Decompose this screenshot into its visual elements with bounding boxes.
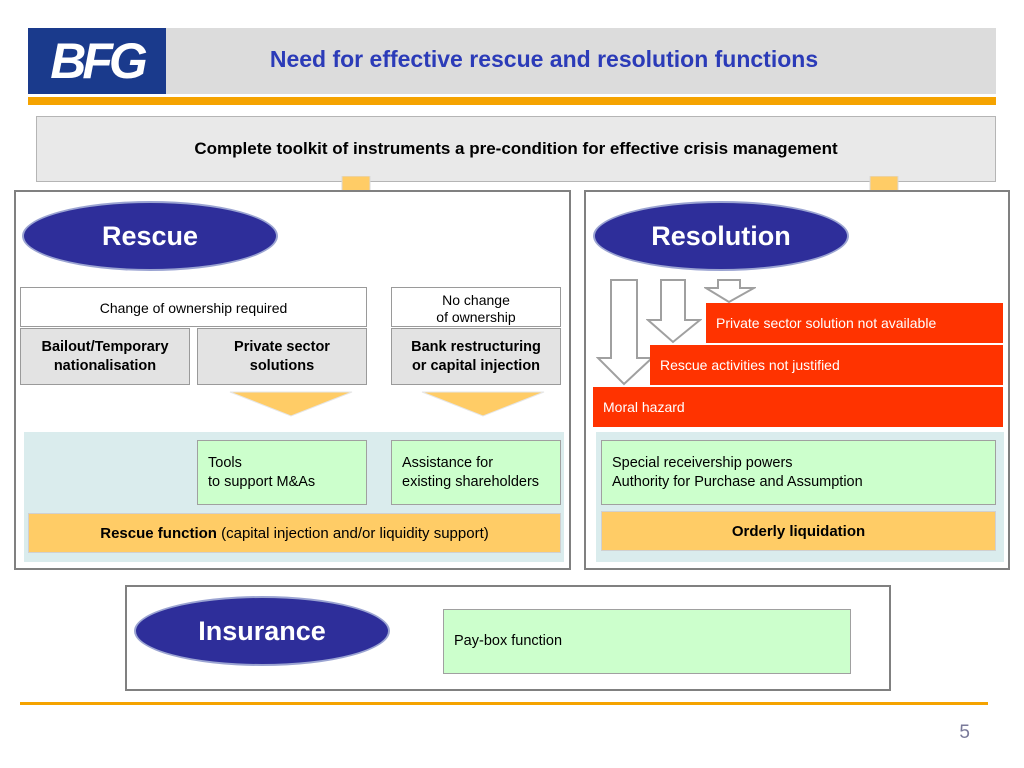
chevron-down-icon [229, 391, 353, 417]
hollow-down-arrow-icon [596, 279, 654, 386]
powers-line1: Special receivership powers [612, 455, 793, 471]
hollow-down-arrow-icon [646, 279, 702, 344]
no-change-ownership-box: No change of ownership [391, 287, 561, 327]
no-change-line1: No change [442, 292, 510, 308]
rescue-oval: Rescue [22, 201, 278, 271]
rescue-function-bar: Rescue function (capital injection and/o… [28, 513, 561, 553]
page-number: 5 [959, 722, 970, 743]
assist-line1: Assistance for [402, 455, 494, 471]
logo-text: BFG [50, 33, 148, 89]
bailout-box: Bailout/Temporary nationalisation [20, 328, 190, 385]
bank-line1: Bank restructuring [411, 338, 541, 355]
bailout-line1: Bailout/Temporary [41, 338, 169, 355]
special-powers-box: Special receivership powers Authority fo… [601, 440, 996, 505]
bailout-line2: nationalisation [53, 357, 157, 374]
private-line1: Private sector [234, 338, 330, 355]
rescue-function-label: Rescue function [100, 524, 217, 542]
bank-restructuring-box: Bank restructuring or capital injection [391, 328, 561, 385]
assistance-box: Assistance for existing shareholders [391, 440, 561, 505]
toolkit-banner: Complete toolkit of instruments a pre-co… [36, 116, 996, 182]
header-divider [28, 97, 996, 105]
resolution-oval: Resolution [593, 201, 849, 271]
footer-divider [20, 702, 988, 705]
orderly-liquidation-bar: Orderly liquidation [601, 511, 996, 551]
paybox-box: Pay-box function [443, 609, 851, 674]
assist-line2: existing shareholders [402, 474, 540, 490]
tools-line1: Tools [208, 455, 242, 471]
tools-line2: to support M&As [208, 474, 316, 490]
not-justified-bar: Rescue activities not justified [650, 345, 1003, 385]
ownership-required-box: Change of ownership required [20, 287, 367, 327]
hollow-down-arrow-icon [704, 279, 756, 304]
page-title: Need for effective rescue and resolution… [269, 46, 819, 72]
moral-hazard-bar: Moral hazard [593, 387, 1003, 427]
insurance-oval: Insurance [134, 596, 390, 666]
private-line2: solutions [249, 357, 315, 374]
rescue-function-detail: (capital injection and/or liquidity supp… [216, 524, 489, 542]
bank-line2: or capital injection [411, 357, 541, 374]
private-sector-box: Private sector solutions [197, 328, 367, 385]
private-na-bar: Private sector solution not available [706, 303, 1003, 343]
header-bar [28, 28, 996, 94]
chevron-down-icon [421, 391, 545, 417]
tools-box: Tools to support M&As [197, 440, 367, 505]
no-change-line2: of ownership [436, 309, 516, 325]
bfg-logo [28, 28, 166, 94]
powers-line2: Authority for Purchase and Assumption [612, 474, 863, 490]
